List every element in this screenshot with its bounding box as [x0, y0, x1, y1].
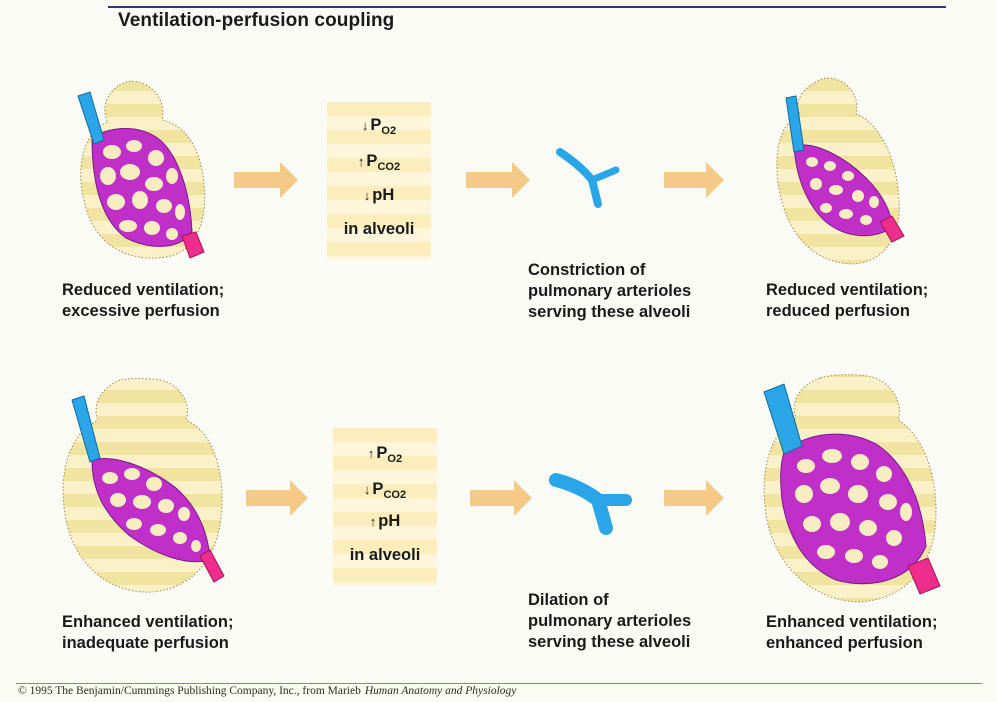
capillary-network-3	[793, 144, 893, 237]
caption-enhanced-ventilation-enhanced-perfusion: Enhanced ventilation; enhanced perfusion	[766, 612, 937, 654]
state-po2: ↑PO2	[367, 444, 403, 465]
state-pco2: ↑PCO2	[357, 152, 401, 173]
caption-enhanced-ventilation-inadequate-perfusion: Enhanced ventilation; inadequate perfusi…	[62, 612, 233, 654]
top-rule	[108, 6, 946, 8]
state-footer: in alveoli	[349, 546, 421, 564]
alveolar-state-box-2: ↑PO2 ↓PCO2 ↑pH in alveoli	[333, 428, 437, 586]
capillary-network-6	[780, 433, 927, 585]
arrow-row2-c	[664, 480, 724, 516]
arrow-row1-b	[466, 162, 530, 198]
capillary-network-1	[91, 128, 193, 247]
arrow-row1-c	[664, 162, 724, 198]
arrow-row2-a	[246, 480, 308, 516]
caption-reduced-ventilation-excessive-perfusion: Reduced ventilation; excessive perfusion	[62, 280, 224, 322]
caption-line: excessive perfusion	[62, 302, 220, 320]
vein-blue-1	[77, 91, 105, 145]
caption-line: serving these alveoli	[528, 303, 691, 321]
book-title: Human Anatomy and Physiology	[364, 685, 517, 697]
arrow-row2-b	[470, 480, 532, 516]
constricted-arteriole	[556, 148, 620, 208]
caption-line: inadequate perfusion	[62, 634, 229, 652]
artery-pink-6	[907, 557, 941, 595]
caption-line: Enhanced ventilation;	[766, 613, 938, 631]
diagram-title: Ventilation-perfusion coupling	[118, 10, 395, 31]
caption-dilation: Dilation of pulmonary arterioles serving…	[528, 590, 691, 653]
caption-line: Enhanced ventilation;	[62, 613, 234, 631]
vein-blue-6	[763, 383, 803, 455]
dilated-arteriole	[549, 473, 632, 535]
caption-reduced-ventilation-reduced-perfusion: Reduced ventilation; reduced perfusion	[766, 280, 928, 322]
state-pco2: ↓PCO2	[363, 480, 407, 501]
caption-line: pulmonary arterioles	[528, 282, 692, 300]
vein-blue-3	[785, 95, 805, 153]
artery-pink-1	[181, 231, 205, 259]
vein-blue-4	[71, 395, 101, 463]
artery-pink-4	[199, 549, 225, 583]
copyright-text: © 1995 The Benjamin/Cummings Publishing …	[18, 685, 361, 697]
caption-line: enhanced perfusion	[766, 634, 923, 652]
bottom-rule	[16, 683, 982, 684]
caption-line: serving these alveoli	[528, 633, 691, 651]
state-ph: ↓pH	[363, 186, 395, 204]
caption-line: pulmonary arterioles	[528, 612, 692, 630]
arrow-row1-a	[234, 162, 298, 198]
caption-constriction: Constriction of pulmonary arterioles ser…	[528, 260, 691, 323]
copyright-notice: © 1995 The Benjamin/Cummings Publishing …	[18, 685, 516, 697]
state-footer: in alveoli	[343, 220, 415, 238]
alveolar-state-box-1: ↓PO2 ↑PCO2 ↓pH in alveoli	[327, 102, 431, 260]
caption-line: reduced perfusion	[766, 302, 910, 320]
caption-line: Reduced ventilation;	[766, 281, 929, 299]
capillary-network-4	[91, 458, 211, 563]
caption-line: Dilation of	[528, 591, 609, 609]
state-po2: ↓PO2	[361, 116, 397, 137]
caption-line: Constriction of	[528, 261, 646, 279]
caption-line: Reduced ventilation;	[62, 281, 225, 299]
state-ph: ↑pH	[369, 512, 401, 530]
artery-pink-3	[879, 215, 905, 243]
